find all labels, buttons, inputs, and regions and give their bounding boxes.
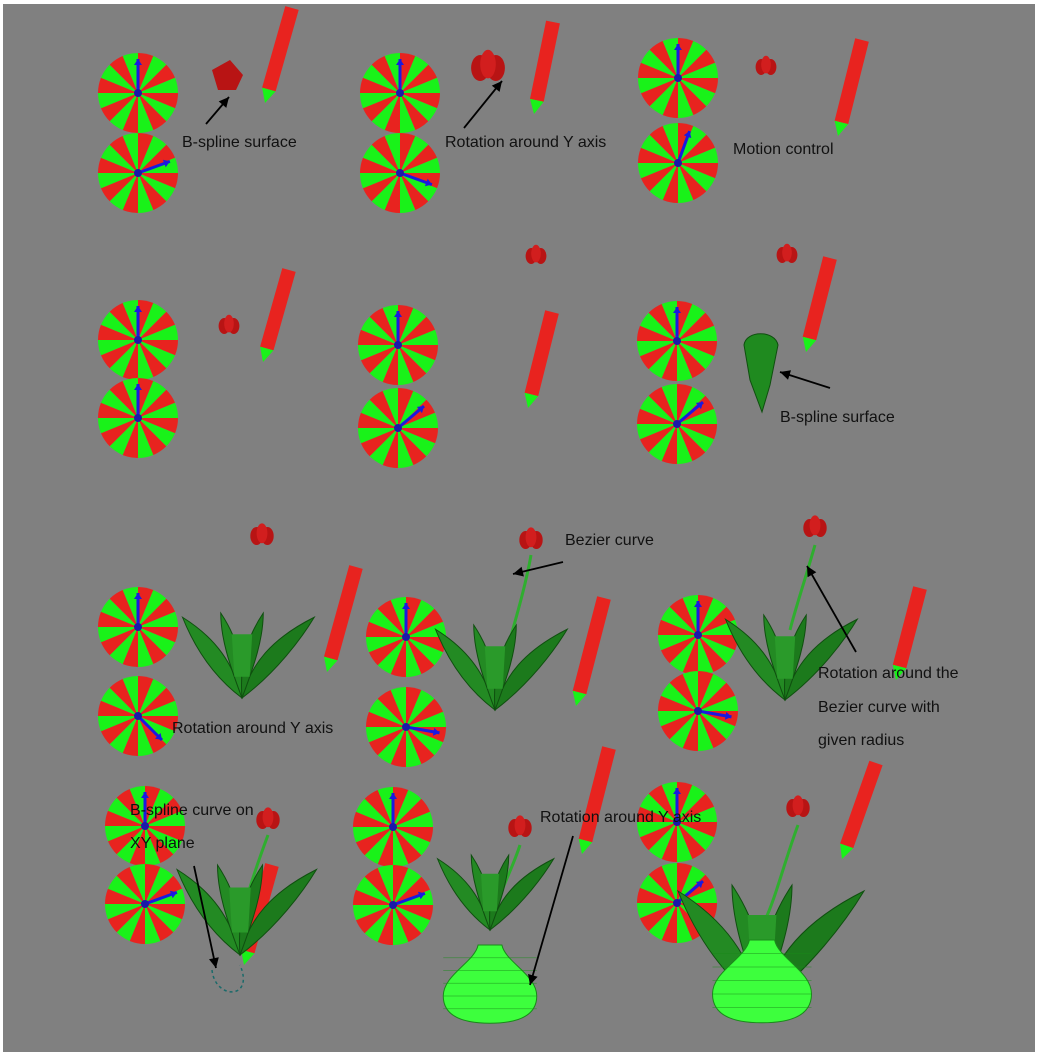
color-wheel-dial-icon <box>658 595 738 675</box>
label-rotation-bezier-3: given radius <box>818 732 904 749</box>
color-wheel-dial-icon <box>638 38 718 118</box>
label-rotation-bezier-1: Rotation around the <box>818 665 959 682</box>
color-wheel-dial-icon <box>105 786 185 866</box>
color-wheel-dial-icon <box>98 133 178 213</box>
label-bspline-curve-1: B-spline curve on <box>130 802 254 819</box>
color-wheel-dial-icon <box>98 587 178 667</box>
color-wheel-dial-icon <box>637 384 717 464</box>
color-wheel-dial-icon <box>358 305 438 385</box>
label-motion-control: Motion control <box>733 141 834 158</box>
label-rotation-y-2: Rotation around Y axis <box>172 720 333 737</box>
color-wheel-dial-icon <box>358 388 438 468</box>
color-wheel-dial-icon <box>360 133 440 213</box>
color-wheel-dial-icon <box>637 301 717 381</box>
color-wheel-dial-icon <box>360 53 440 133</box>
color-wheel-dial-icon <box>98 676 178 756</box>
color-wheel-dial-icon <box>98 53 178 133</box>
color-wheel-dial-icon <box>98 378 178 458</box>
label-bspline-surface-2: B-spline surface <box>780 409 895 426</box>
color-wheel-dial-icon <box>105 864 185 944</box>
label-bspline-curve-2: XY plane <box>130 835 195 852</box>
color-wheel-dial-icon <box>366 687 446 767</box>
label-bezier-curve: Bezier curve <box>565 532 654 549</box>
color-wheel-dial-icon <box>98 300 178 380</box>
color-wheel-dial-icon <box>353 787 433 867</box>
color-wheel-dial-icon <box>658 671 738 751</box>
label-rotation-bezier-2: Bezier curve with <box>818 699 940 716</box>
color-wheel-dial-icon <box>638 123 718 203</box>
label-rotation-y-3: Rotation around Y axis <box>540 809 701 826</box>
label-bspline-surface-1: B-spline surface <box>182 134 297 151</box>
color-wheel-dial-icon <box>366 597 446 677</box>
label-rotation-y-1: Rotation around Y axis <box>445 134 606 151</box>
color-wheel-dial-icon <box>353 865 433 945</box>
